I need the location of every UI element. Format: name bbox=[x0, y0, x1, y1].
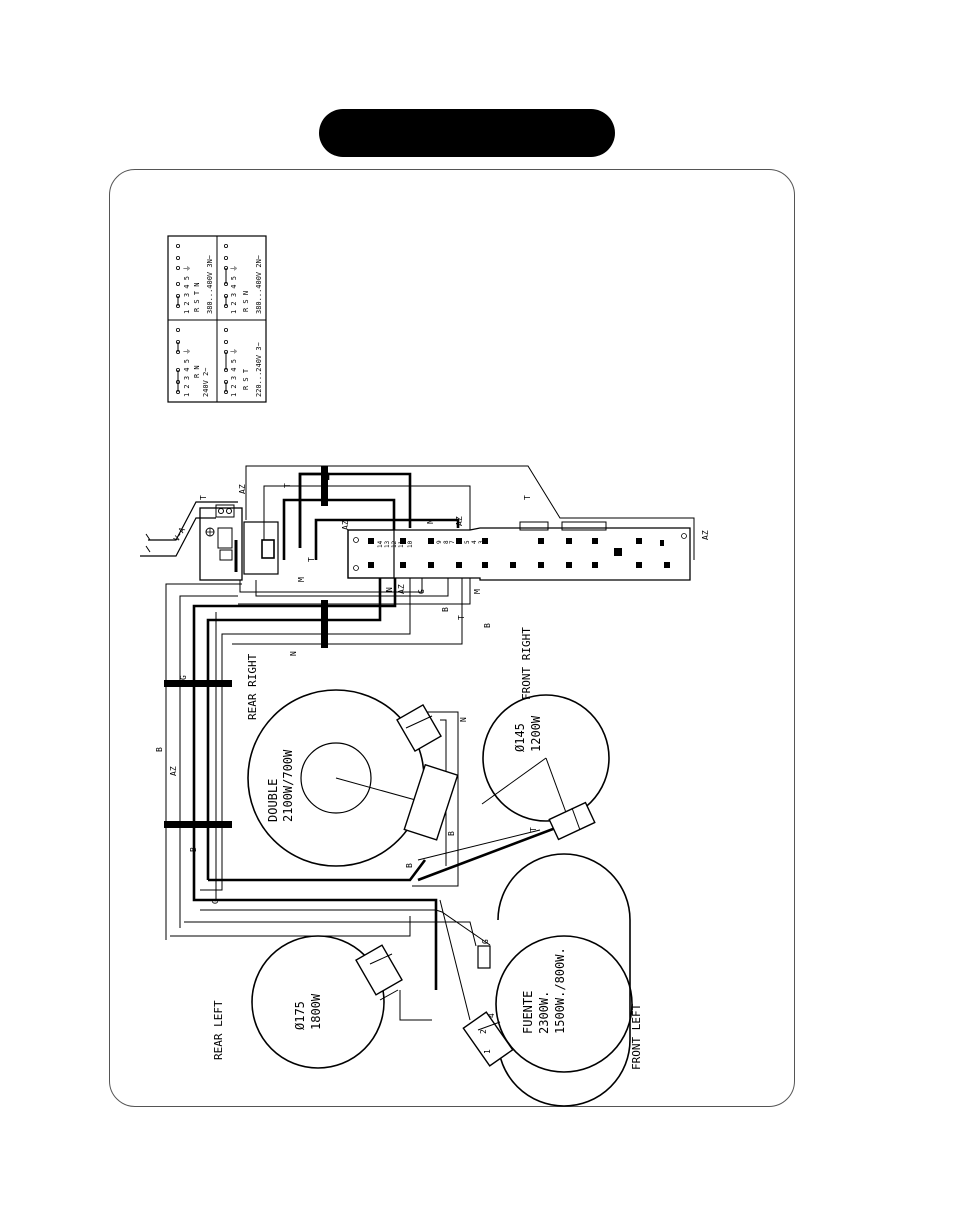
board-pin-4: 4 bbox=[471, 540, 478, 544]
wire-label-g-mid: G bbox=[417, 589, 426, 594]
voltage-cell-3-lines: R S T N bbox=[193, 282, 201, 312]
wire-label-az-left: AZ bbox=[169, 766, 178, 776]
front-left-power-label-3: 1500W./800W. bbox=[553, 947, 567, 1034]
wire-label-g-zone: G bbox=[481, 939, 490, 944]
board-pin-14: 14 bbox=[377, 540, 384, 548]
wire-label-n-mid: N bbox=[385, 587, 394, 592]
rear-right-zone: REAR RIGHT DOUBLE 2100W/700W bbox=[246, 653, 459, 867]
front-left-position-label: FRONT LEFT bbox=[630, 1003, 643, 1070]
wire-label-b-zone: B bbox=[447, 831, 456, 836]
wire-label-b-low: B bbox=[483, 623, 492, 628]
voltage-cell-4-lines: R S N bbox=[242, 291, 250, 312]
rear-left-power-label-1: Ø175 bbox=[293, 1001, 307, 1030]
terminal-number-2: 2 bbox=[479, 1029, 488, 1034]
terminal-number-4: 4 bbox=[487, 1013, 496, 1018]
board-pin-labels: 14 13 12 11 10 9 8 7 6 5 4 3 bbox=[377, 540, 485, 548]
wire-label-g-left-2: G bbox=[211, 899, 220, 904]
mains-terminal-block bbox=[140, 501, 279, 581]
wire-label-t-zone: T bbox=[529, 827, 538, 832]
board-pin-6: 6 bbox=[457, 540, 464, 544]
heavy-wires bbox=[192, 472, 591, 990]
front-right-zone: FRONT RIGHT Ø145 1200W bbox=[481, 627, 610, 841]
thin-wires bbox=[165, 465, 695, 1021]
wire-label-az-mid: AZ bbox=[397, 584, 406, 594]
wire-label-t-top: T bbox=[199, 495, 208, 500]
rear-left-zone: REAR LEFT Ø175 1800W bbox=[212, 935, 403, 1069]
wire-label-az-top: AZ bbox=[238, 484, 247, 494]
terminal-number-1: 1 bbox=[483, 1049, 492, 1054]
front-right-position-label: FRONT RIGHT bbox=[520, 627, 533, 700]
wire-label-b-zone-2: B bbox=[405, 863, 414, 868]
wire-label-t-low: T bbox=[457, 615, 466, 620]
voltage-cell-2-pins: 1 2 3 4 5 ⏚ bbox=[230, 348, 238, 397]
board-pin-9: 9 bbox=[436, 540, 443, 544]
voltage-cell-1-pins: 1 2 3 4 5 ⏚ bbox=[183, 348, 191, 397]
board-pin-7: 7 bbox=[449, 540, 456, 544]
board-pin-8: 8 bbox=[443, 540, 450, 544]
board-pads bbox=[368, 538, 670, 568]
wire-label-t-upper: T bbox=[283, 483, 292, 488]
rear-left-power-label-2: 1800W bbox=[309, 993, 323, 1030]
wire-label-b-left-2: B bbox=[189, 847, 198, 852]
board-pin-13: 13 bbox=[384, 540, 391, 548]
cable-bundle-markers bbox=[164, 466, 328, 828]
front-left-zone: FRONT LEFT FUENTE 2300W. 1500W./800W. bbox=[462, 853, 643, 1107]
voltage-cell-1-system: 240V 2~ bbox=[202, 367, 210, 397]
front-right-power-label-2: 1200W bbox=[529, 715, 543, 752]
front-left-power-label-2: 2300W. bbox=[537, 991, 551, 1034]
wire-labels: V-A T AZ T T AZ AZ N AZ T M N AZ G B T M… bbox=[155, 483, 710, 944]
wire-label-b-left: B bbox=[155, 747, 164, 752]
board-pin-11: 11 bbox=[398, 540, 405, 548]
wire-label-m: M bbox=[297, 577, 306, 582]
terminal-numbers: 2 4 1 bbox=[479, 1013, 496, 1054]
voltage-table: 1 2 3 4 5 ⏚ R N 240V 2~ 1 2 3 4 5 ⏚ R S … bbox=[167, 235, 267, 403]
voltage-cell-2-system: 220...240V 3~ bbox=[255, 342, 263, 397]
wire-label-az-board-2: AZ bbox=[455, 516, 464, 526]
voltage-cell-3-system: 380...400V 3N~ bbox=[206, 255, 214, 314]
control-board: 14 13 12 11 10 9 8 7 6 5 4 3 bbox=[347, 521, 691, 581]
wire-label-m-low: M bbox=[473, 589, 482, 594]
rear-left-position-label: REAR LEFT bbox=[212, 1000, 225, 1060]
board-pin-5: 5 bbox=[464, 540, 471, 544]
voltage-cell-4-system: 380...400V 2N~ bbox=[255, 255, 263, 314]
voltage-cell-4-pins: 1 2 3 4 5 ⏚ bbox=[230, 265, 238, 314]
front-right-power-label-1: Ø145 bbox=[513, 723, 527, 752]
rear-right-position-label: REAR RIGHT bbox=[246, 653, 259, 720]
wire-label-t-mid: T bbox=[307, 557, 316, 562]
front-left-power-label-1: FUENTE bbox=[521, 991, 535, 1034]
wire-label-b-mid: B bbox=[441, 607, 450, 612]
diagram-frame bbox=[109, 169, 795, 1107]
voltage-cell-2-lines: R S T bbox=[242, 368, 250, 390]
voltage-cell-1-lines: R N bbox=[193, 365, 201, 378]
rear-right-power-label-1: DOUBLE bbox=[266, 779, 280, 822]
wire-label-t-right: T bbox=[523, 495, 532, 500]
section-title-banner bbox=[319, 109, 615, 157]
wire-label-az-right: AZ bbox=[701, 530, 710, 540]
wire-label-g-left: G bbox=[179, 675, 188, 680]
board-pin-10: 10 bbox=[407, 540, 414, 548]
wire-label-n-zone: N bbox=[459, 717, 468, 722]
voltage-cell-3-pins: 1 2 3 4 5 ⏚ bbox=[183, 265, 191, 314]
wire-label-n-board: N bbox=[426, 519, 435, 524]
board-pin-3: 3 bbox=[478, 540, 485, 544]
wire-label-az-board: AZ bbox=[341, 520, 350, 530]
rear-right-power-label-2: 2100W/700W bbox=[281, 749, 295, 822]
wire-label-n-low: N bbox=[289, 651, 298, 656]
board-pin-12: 12 bbox=[391, 540, 398, 548]
